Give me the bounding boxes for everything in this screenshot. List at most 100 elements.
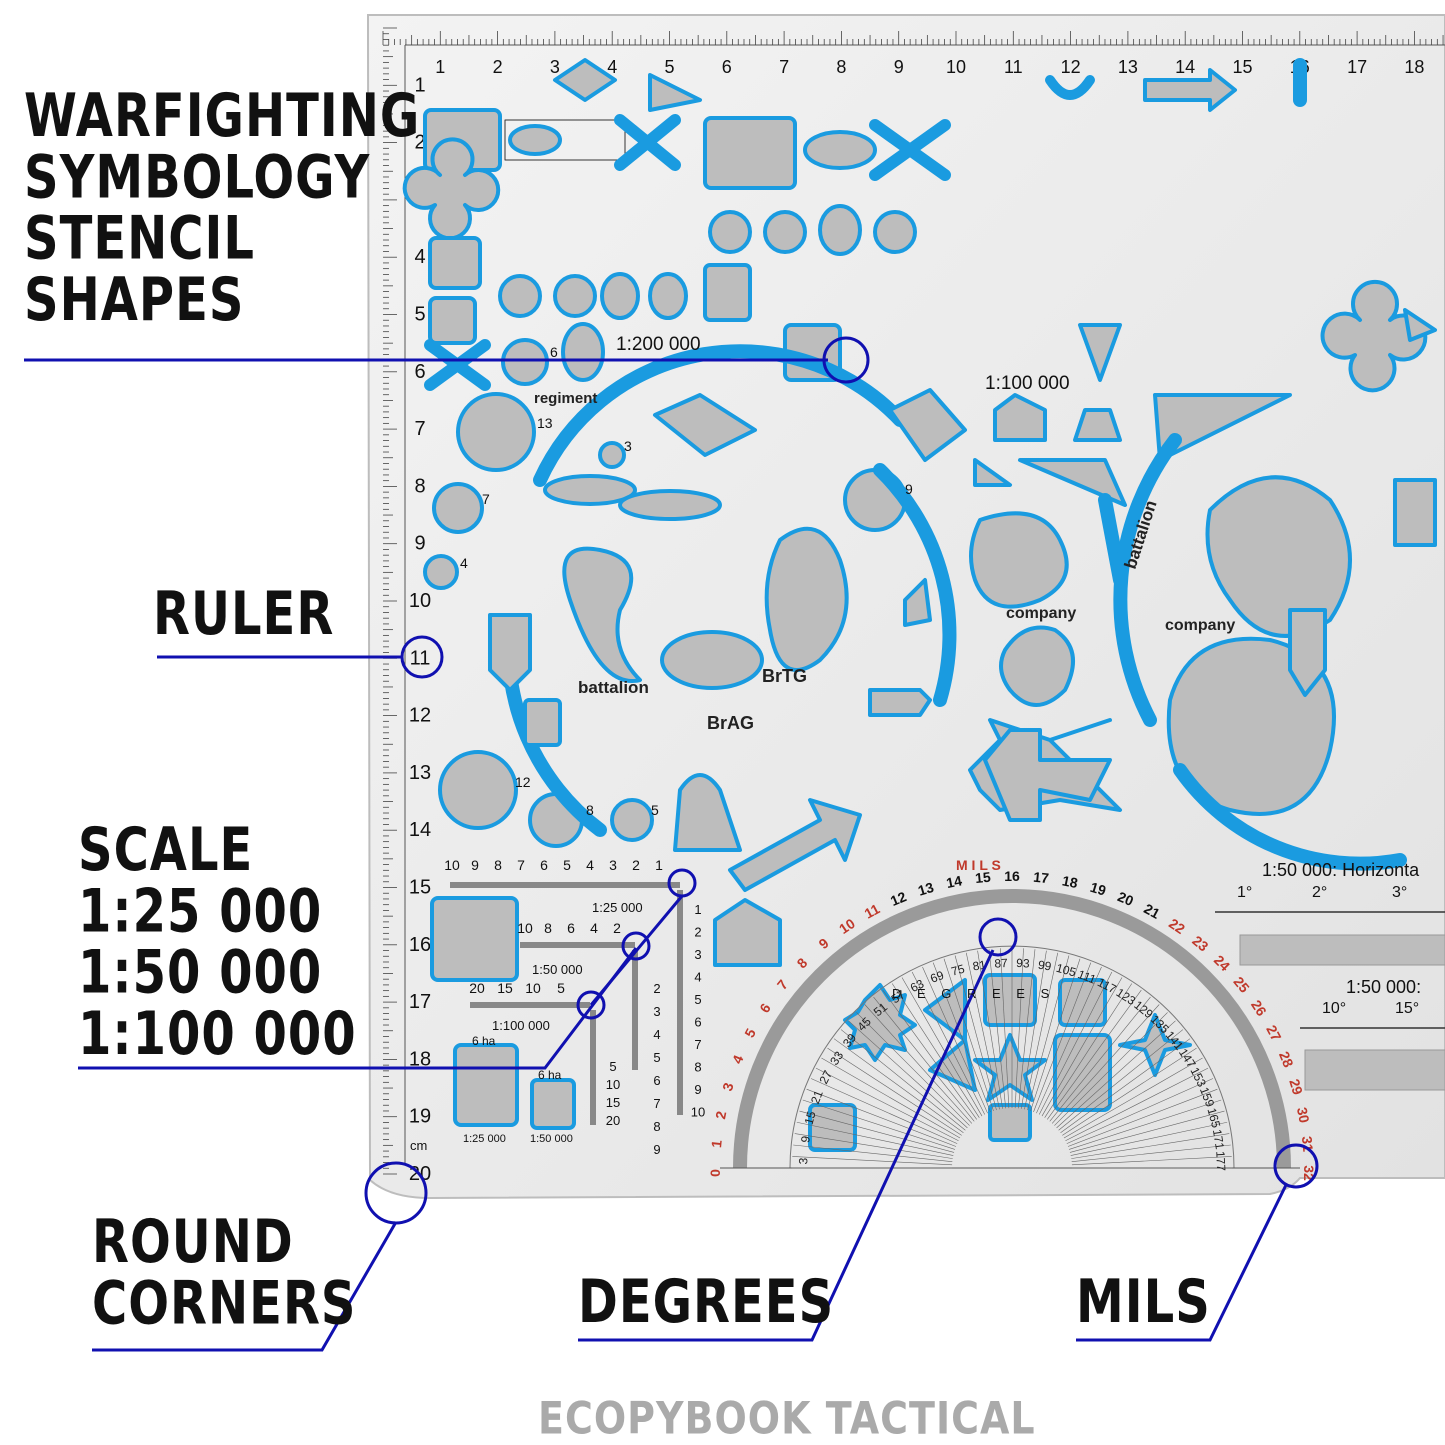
- top-ruler-number: 11: [1004, 57, 1023, 77]
- scale-25k-number: 3: [609, 857, 617, 873]
- mils-number: 28: [1276, 1049, 1297, 1070]
- vertical-scale-number: 10: [691, 1105, 705, 1120]
- mils-number: 27: [1263, 1022, 1285, 1043]
- battalion-label-left: battalion: [578, 678, 649, 697]
- mils-number: 14: [945, 872, 964, 891]
- top-ruler-number: 10: [946, 57, 966, 77]
- vertical-scale-number-3: 10: [606, 1077, 620, 1092]
- vertical-scale-number: 4: [694, 970, 701, 985]
- circle-size-number: 7: [482, 491, 490, 507]
- degree-number: 75: [950, 962, 967, 979]
- scale-25k-number: 10: [444, 857, 460, 873]
- vertical-scale-number: 8: [694, 1060, 701, 1075]
- mils-number: 2: [712, 1109, 729, 1120]
- scale-100k-label: 1:100 000: [985, 373, 1070, 394]
- scale-50k-number: 8: [544, 920, 552, 936]
- mils-number: 13: [916, 879, 936, 899]
- top-ruler-number: 2: [493, 57, 503, 77]
- scale-25k-number: 4: [586, 857, 594, 873]
- round-corners-callout: ROUND CORNERS: [92, 1207, 357, 1339]
- scale-100k-small-label: 1:100 000: [492, 1018, 550, 1033]
- mils-number: 29: [1286, 1077, 1306, 1097]
- vertical-scale-number-2: 7: [653, 1096, 660, 1111]
- degree-number: 171: [1210, 1128, 1227, 1150]
- degree-number: 9: [798, 1135, 813, 1144]
- vertical-scale-number: 9: [694, 1082, 701, 1097]
- vertical-scale-number-2: 5: [653, 1050, 660, 1065]
- scale-100k-number: 20: [469, 980, 485, 996]
- left-ruler-number: 6: [414, 361, 425, 383]
- vertical-scale-number-2: 9: [653, 1142, 660, 1157]
- left-ruler-number: 1: [414, 74, 425, 96]
- left-ruler-number: 12: [409, 705, 431, 727]
- top-ruler-number: 4: [607, 57, 617, 77]
- ruler-callout: RULER: [153, 579, 335, 649]
- mils-number: 11: [862, 900, 883, 921]
- degree-number: 21: [808, 1088, 826, 1106]
- callout-lines: [24, 336, 1319, 1352]
- vertical-scale-number: 5: [694, 992, 701, 1007]
- left-ruler-number: 13: [409, 762, 431, 784]
- circle-size-number: 9: [905, 481, 913, 497]
- left-ruler-number: 15: [409, 877, 431, 899]
- degree-number: 69: [928, 968, 946, 986]
- mils-number: 31: [1299, 1135, 1316, 1152]
- ha-6-label-a: 6 ha: [472, 1034, 496, 1048]
- mils-number: 1: [708, 1139, 725, 1149]
- top-ruler-number: 5: [664, 57, 674, 77]
- horizontal-50k-label: 1:50 000: Horizonta: [1262, 860, 1420, 880]
- scale-50k-label: 1:50 000: [532, 962, 583, 977]
- vertical-scale-number: 2: [694, 925, 701, 940]
- mils-number: 10: [836, 915, 858, 937]
- mils-number: 19: [1088, 879, 1108, 899]
- left-ruler-number: 10: [409, 590, 431, 612]
- circle-size-number: 13: [537, 415, 553, 431]
- company-label-right: company: [1165, 617, 1235, 634]
- mils-number: 26: [1248, 997, 1270, 1019]
- scale-25k-number: 6: [540, 857, 548, 873]
- top-ruler-number: 7: [779, 57, 789, 77]
- top-ruler-number: 13: [1118, 57, 1138, 77]
- top-ruler-number: 8: [836, 57, 846, 77]
- mils-number: 15: [974, 869, 991, 886]
- ruler-unit-label: cm: [410, 1138, 427, 1153]
- left-ruler-number: 11: [410, 647, 431, 669]
- mils-number: 0: [707, 1169, 723, 1177]
- scale-100k-number: 15: [497, 980, 513, 996]
- scale-50k-number: 4: [590, 920, 598, 936]
- circle-size-number: 5: [651, 802, 659, 818]
- vertical-scale-number-2: 4: [653, 1027, 660, 1042]
- vertical-scale-number-2: 3: [653, 1004, 660, 1019]
- scale-100k-number: 5: [557, 980, 565, 996]
- mils-number: 16: [1004, 868, 1020, 884]
- mils-callout: MILS: [1076, 1267, 1211, 1337]
- brand-wordmark: ECOPYBOOK TACTICAL: [538, 1392, 1036, 1444]
- left-ruler-number: 19: [409, 1106, 431, 1128]
- left-ruler-number: 17: [409, 991, 431, 1013]
- scale-25k-number: 8: [494, 857, 502, 873]
- circle-size-number: 3: [624, 438, 632, 454]
- left-ruler-number: 7: [414, 418, 425, 440]
- vertical-scale-number-3: 20: [606, 1113, 620, 1128]
- vertical-scale-number: 7: [694, 1037, 701, 1052]
- degree-number: 159: [1197, 1085, 1217, 1109]
- left-ruler-number: 2: [414, 132, 425, 154]
- scale-25k-number: 9: [471, 857, 479, 873]
- vertical-scale-number-3: 15: [606, 1095, 620, 1110]
- degree-number: 27: [817, 1068, 836, 1087]
- deg-2-label: 2°: [1312, 884, 1327, 901]
- circle-size-number: 6: [550, 344, 558, 360]
- mils-number: 12: [888, 888, 909, 909]
- mils-number: 22: [1166, 915, 1188, 937]
- circle-size-number: 12: [515, 774, 531, 790]
- vertical-scale-number-2: 2: [653, 981, 660, 996]
- top-ruler-number: 1: [435, 57, 445, 77]
- scale-50k-number: 2: [613, 920, 621, 936]
- vertical-scale-number-2: 6: [653, 1073, 660, 1088]
- vertical-scale-number-2: 8: [653, 1119, 660, 1134]
- scale-callout: SCALE 1:25 000 1:50 000 1:100 000: [78, 815, 357, 1069]
- scale-100k-number: 10: [525, 980, 541, 996]
- deg-10-label: 10°: [1322, 1000, 1346, 1017]
